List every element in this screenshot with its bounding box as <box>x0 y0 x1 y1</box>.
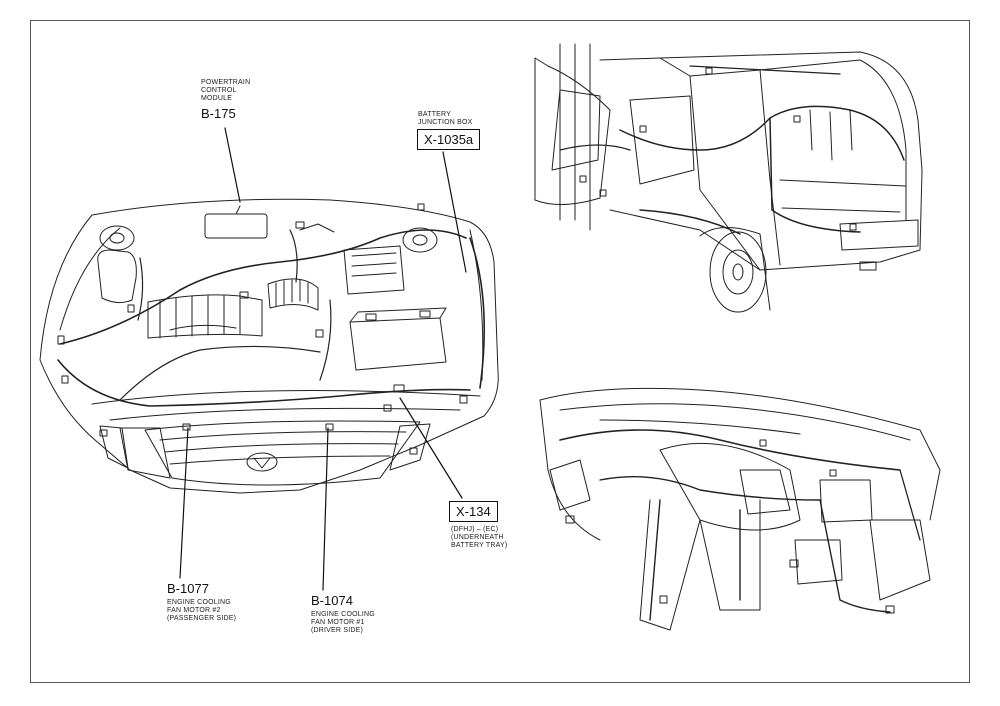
x134-desc-line-2: (UNDERNEATH <box>451 534 504 541</box>
fan2-desc-line-2: FAN MOTOR #2 <box>167 607 221 614</box>
bjb-desc-line-1: BATTERY <box>418 111 452 118</box>
fan1-desc-line-1: ENGINE COOLING <box>311 611 375 618</box>
engine-bay-drawing <box>39 198 499 494</box>
fan1-desc-line-2: FAN MOTOR #1 <box>311 619 365 626</box>
x134-desc-line-3: BATTERY TRAY) <box>451 542 508 549</box>
bjb-desc-line-2: JUNCTION BOX <box>418 119 473 126</box>
fan2-desc-line-1: ENGINE COOLING <box>167 599 231 606</box>
fan2-code: B-1077 <box>167 581 209 596</box>
leader-lines <box>179 127 467 591</box>
instrument-panel-drawing <box>539 387 941 631</box>
pcm-code: B-175 <box>201 106 236 121</box>
fan2-desc-line-3: (PASSENGER SIDE) <box>167 615 237 622</box>
pcm-desc-line-3: MODULE <box>201 95 233 102</box>
pcm-desc-line-2: CONTROL <box>201 87 237 94</box>
bjb-code: X-1035a <box>417 129 481 150</box>
x134-code: X-134 <box>449 501 498 522</box>
x134-desc-line-1: (DFHJ) – (EC) <box>451 526 499 533</box>
diagram-frame <box>30 20 970 683</box>
fan1-code: B-1074 <box>311 593 353 608</box>
fan1-desc-line-3: (DRIVER SIDE) <box>311 627 363 634</box>
vehicle-body-drawing <box>534 43 923 313</box>
pcm-desc-line-1: POWERTRAIN <box>201 79 251 86</box>
